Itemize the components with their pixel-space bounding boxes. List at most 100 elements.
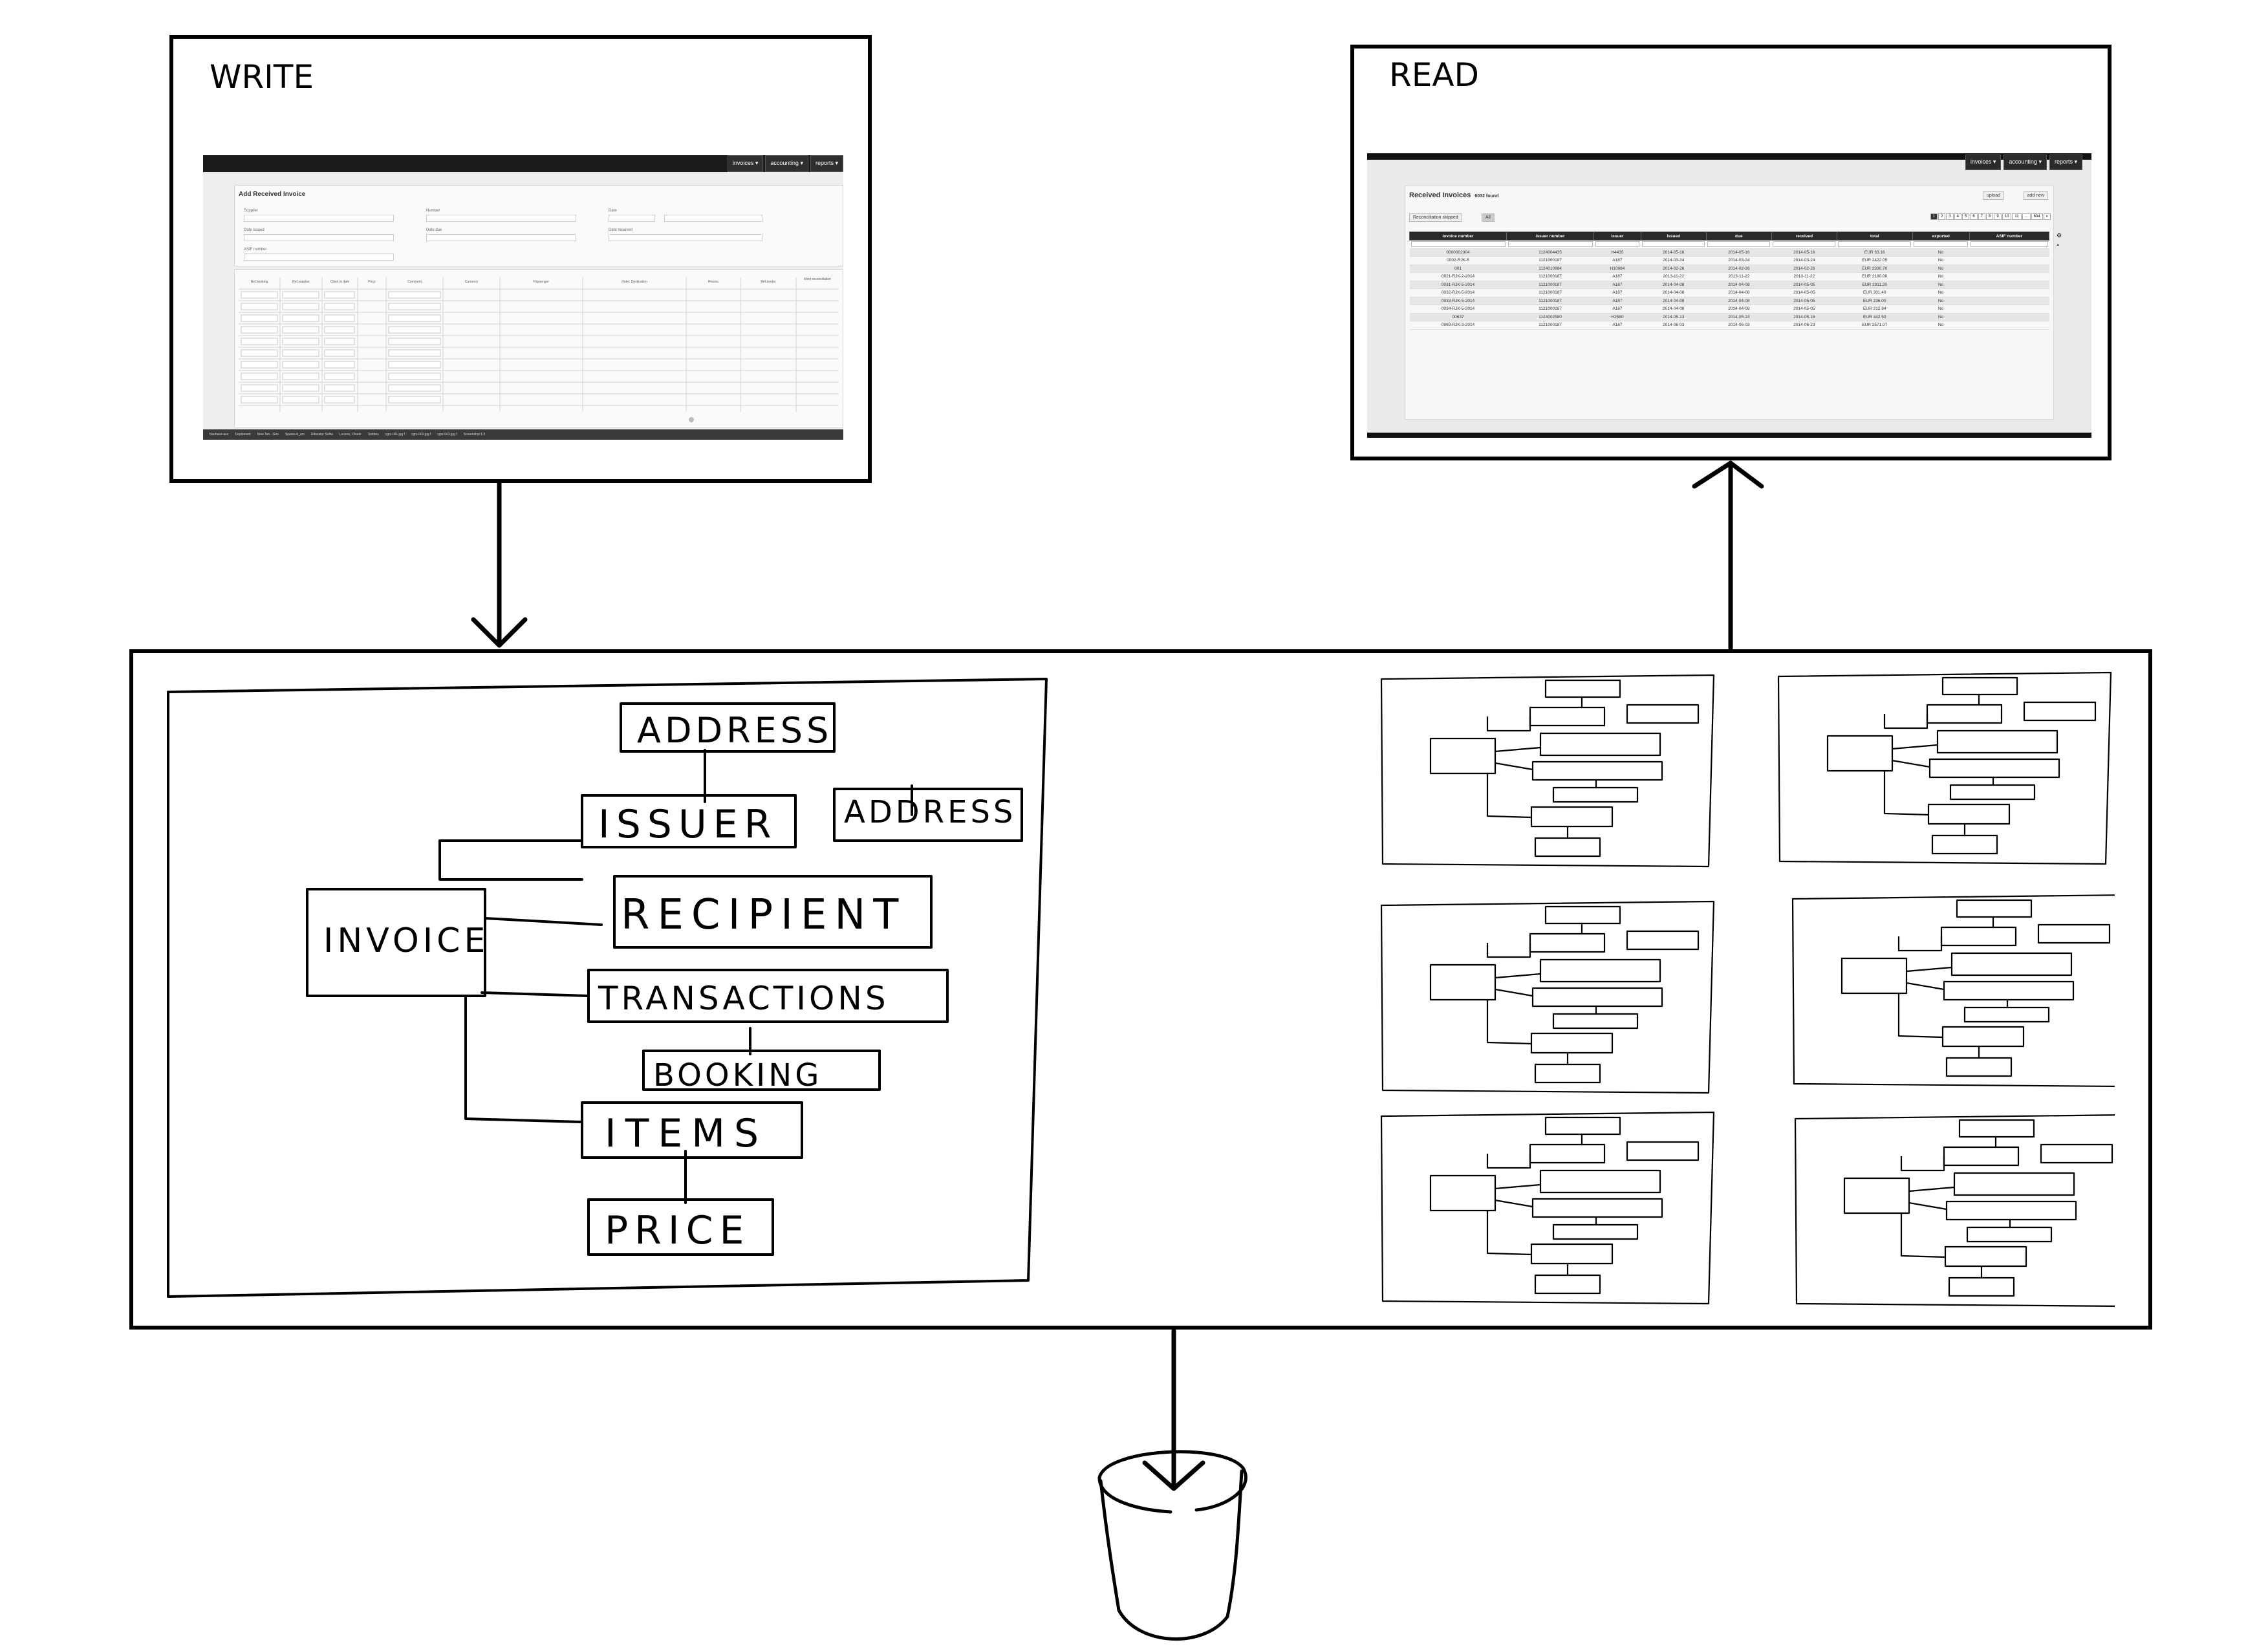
label-date-due: Date due [426, 228, 442, 232]
read-menu-reports[interactable]: reports ▾ [2049, 155, 2082, 170]
asif-number-input[interactable] [244, 253, 394, 261]
col-issuer-number[interactable]: issuer number [1506, 232, 1595, 241]
table-cell: EUR 212.84 [1837, 305, 1913, 314]
taskbar-item[interactable]: Deploment [235, 433, 251, 436]
page-link[interactable]: 5 [1961, 213, 1970, 220]
filter-input[interactable] [1969, 240, 2049, 249]
model-label-address-right: ADDRESS [844, 794, 1017, 830]
col-issuer[interactable]: issuer [1593, 232, 1641, 241]
filter-input[interactable] [1706, 240, 1772, 249]
table-cell: 1121000187 [1506, 305, 1594, 314]
reconciliation-filter-button[interactable]: Reconciliation skipped [1409, 213, 1462, 222]
all-filter-button[interactable]: All [1482, 213, 1495, 222]
settings-icon[interactable]: ⚙ [2057, 232, 2062, 239]
read-menu-invoices[interactable]: invoices ▾ [1965, 155, 2002, 170]
col-invoice-number[interactable]: invoice number [1409, 232, 1507, 241]
items-box [581, 1101, 803, 1159]
date-due-input[interactable] [426, 234, 576, 241]
upload-button[interactable]: upload [1982, 191, 2004, 200]
filter-input[interactable] [1641, 240, 1707, 249]
page-link[interactable]: 1 [1930, 213, 1938, 220]
table-cell: 2014-02-26 [1706, 264, 1772, 273]
page-link[interactable]: 4 [1954, 213, 1961, 220]
table-cell: No [1912, 264, 1970, 273]
page-link[interactable]: 6 [1970, 213, 1978, 220]
table-cell: A187 [1593, 288, 1641, 297]
page-link[interactable]: 2 [1938, 213, 1946, 220]
col-asif-number[interactable]: ASIF number [1969, 232, 2050, 241]
table-cell [1969, 305, 2049, 314]
date-extra-input[interactable] [664, 215, 762, 222]
col-due[interactable]: due [1705, 232, 1772, 241]
page-link[interactable]: 604 [2031, 213, 2043, 220]
page-link[interactable]: 11 [2012, 213, 2022, 220]
add-new-button[interactable]: add new [2023, 191, 2048, 200]
read-menu-accounting[interactable]: accounting ▾ [2003, 155, 2047, 170]
filter-select[interactable] [1912, 240, 1970, 249]
table-cell: 0032-RJK-5-2014 [1409, 288, 1507, 297]
page-next[interactable]: » [2043, 213, 2051, 220]
page-link[interactable]: 10 [2002, 213, 2012, 220]
taskbar-item[interactable]: Screenshot 1.0 [463, 433, 486, 436]
price-box [587, 1198, 774, 1256]
read-screenshot: invoices ▾ accounting ▾ reports ▾ Receiv… [1367, 153, 2091, 438]
table-cell: 1121000187 [1506, 272, 1594, 281]
filter-input[interactable] [1409, 240, 1507, 249]
supplier-input[interactable] [244, 215, 394, 222]
taskbar-item[interactable]: New Tab - Goo [257, 433, 279, 436]
col-issued[interactable]: issued [1640, 232, 1707, 241]
taskbar-item[interactable]: Textbox [367, 433, 379, 436]
taskbar-item[interactable]: Lucene, Chunk [339, 433, 362, 436]
taskbar-item[interactable]: cgrz-002.jpg f [411, 433, 431, 436]
read-topbar [1367, 153, 2091, 160]
taskbar-item[interactable]: Sparse-d_em [285, 433, 305, 436]
date-received-input[interactable] [609, 234, 762, 241]
table-cell: EUR 2422.05 [1837, 256, 1913, 265]
number-input[interactable] [426, 215, 576, 222]
col-received[interactable]: received [1771, 232, 1837, 241]
taskbar-item[interactable]: Educator Softw [310, 433, 333, 436]
table-cell [1969, 297, 2049, 305]
write-menu-accounting[interactable]: accounting ▾ [765, 155, 808, 172]
filter-input[interactable] [1771, 240, 1837, 249]
col-rooms: Rooms [708, 280, 718, 284]
table-cell: 2014-03-24 [1706, 256, 1772, 265]
table-cell: EUR 2571.07 [1837, 321, 1913, 330]
filter-input[interactable] [1506, 240, 1594, 249]
page-link[interactable]: 7 [1978, 213, 1986, 220]
table-cell: 0033-RJK-5-2014 [1409, 297, 1507, 305]
filter-input[interactable] [1837, 240, 1913, 249]
table-cell: 2014-05-13 [1641, 313, 1707, 321]
model-label-transactions: TRANSACTIONS [598, 980, 889, 1017]
table-cell: 2014-04-08 [1706, 288, 1772, 297]
col-exported[interactable]: exported [1912, 232, 1970, 241]
table-cell: 1121000187 [1506, 321, 1594, 330]
page-link[interactable]: 8 [1986, 213, 1994, 220]
write-menu-invoices[interactable]: invoices ▾ [727, 155, 764, 172]
page-link[interactable]: 9 [1994, 213, 2002, 220]
write-title: WRITE [210, 58, 314, 96]
search-icon[interactable]: ⌕ [2057, 241, 2060, 248]
table-cell: 0021-RJK-2-2014 [1409, 272, 1507, 281]
page-link[interactable]: 3 [1946, 213, 1954, 220]
table-cell [1969, 256, 2049, 265]
date-input[interactable] [609, 215, 655, 222]
col-total[interactable]: total [1836, 232, 1913, 241]
taskbar-item[interactable]: Bauhaus-auc [210, 433, 229, 436]
date-issued-input[interactable] [244, 234, 394, 241]
invoices-title-text: Received Invoices [1409, 191, 1471, 199]
taskbar-item[interactable]: cgrz-001.jpg f [385, 433, 405, 436]
write-menu-reports[interactable]: reports ▾ [810, 155, 843, 172]
filter-input[interactable] [1593, 240, 1641, 249]
taskbar-item[interactable]: cgrz-003.jpg f [437, 433, 457, 436]
